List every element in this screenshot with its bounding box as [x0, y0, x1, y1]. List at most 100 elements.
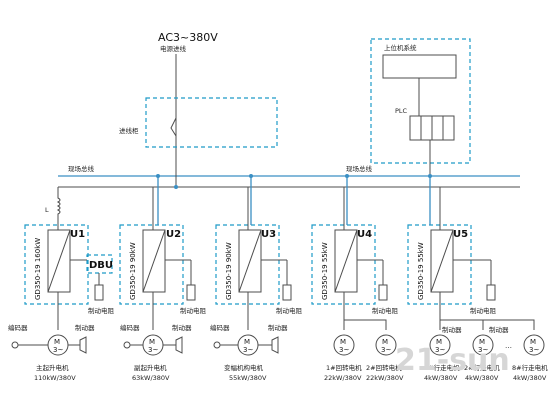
drive-id-u4: U4: [357, 229, 372, 240]
dbu-frame: [86, 254, 113, 274]
encoder-icon-3: [213, 341, 221, 349]
brake-resistor-u3: [282, 284, 292, 301]
drive-model-u4: GD350-19 55kW: [321, 242, 329, 300]
motor-m-8: M: [530, 338, 536, 346]
motor-phase-4: 3~: [339, 346, 349, 354]
supply-voltage: AC3~380V: [158, 31, 218, 44]
dbu-label: DBU: [89, 260, 113, 271]
brake-label-6: 制动器: [442, 325, 462, 334]
brake-resistor-u4: [378, 284, 388, 301]
plc-label: PLC: [395, 107, 408, 115]
motor-8: M 3~: [523, 334, 545, 356]
brake-resistor-u5: [486, 284, 496, 301]
encoder-label-3: 编码器: [210, 323, 230, 332]
brake-label-2: 制动器: [172, 323, 192, 332]
drive-id-u1: U1: [70, 229, 85, 240]
brake-label-7: 制动器: [489, 325, 509, 334]
motor-phase-7: 3~: [478, 346, 488, 354]
motor-phase-6: 3~: [435, 346, 445, 354]
supply-line-label: 电源进线: [160, 44, 187, 53]
motor-rating-1: 110kW/380V: [34, 374, 76, 382]
resistor-label-u1: 制动电阻: [88, 306, 115, 315]
resistor-label-u4: 制动电阻: [372, 306, 399, 315]
watermark: 21-sun: [395, 343, 510, 378]
drive-frame-u2: [119, 224, 184, 305]
motor-rating-2: 63kW/380V: [132, 374, 170, 382]
motor-rating-8: 4kW/380V: [513, 374, 547, 382]
upper-computer-frame: [370, 38, 471, 164]
drive-symbol-u1: [47, 229, 71, 293]
motor-m-2: M: [149, 338, 155, 346]
bus-label-left: 现场总线: [68, 164, 95, 173]
motor-m-1: M: [54, 338, 60, 346]
motor-phase-3: 3~: [243, 346, 253, 354]
drive-id-u3: U3: [261, 229, 276, 240]
motor-feed-6-8: [439, 292, 535, 330]
motor-rating-6: 4kW/380V: [424, 374, 458, 382]
monitor-screen: [382, 54, 457, 79]
motor-feed-4-5: [343, 292, 387, 330]
line-inductor: [56, 187, 61, 222]
motor-3: M 3~: [237, 334, 259, 356]
motor-phase-1: 3~: [53, 346, 63, 354]
motor-m-4: M: [340, 338, 346, 346]
encoder-label-2: 编码器: [120, 323, 140, 332]
encoder-label-1: 编码器: [8, 323, 28, 332]
drive-symbol-u3: [238, 229, 262, 293]
brake-icon-1: [79, 336, 87, 354]
motor-rating-5: 22kW/380V: [366, 374, 404, 382]
cabinet-switch-symbol: [170, 117, 177, 137]
motor-m-5: M: [382, 338, 388, 346]
brake-icon-3: [271, 336, 279, 354]
bus-label-right: 现场总线: [346, 164, 373, 173]
motor-m-6: M: [436, 338, 442, 346]
motor-rating-3: 55kW/380V: [229, 374, 267, 382]
resistor-label-u5: 制动电阻: [470, 306, 497, 315]
incoming-cabinet-frame: [145, 97, 278, 148]
drive-symbol-u5: [430, 229, 454, 293]
motor-2: M 3~: [142, 334, 164, 356]
brake-icon-2: [175, 336, 183, 354]
upper-system-label: 上位机系统: [384, 43, 417, 52]
motor-rating-7: 4kW/380V: [465, 374, 499, 382]
drive-frame-u1: [24, 224, 89, 305]
motor-1: M 3~: [47, 334, 69, 356]
drive-model-u2: GD350-19 90kW: [129, 242, 137, 300]
motor-name-2: 副起升电机: [134, 363, 167, 372]
motor-6: M 3~: [429, 334, 451, 356]
motor-name-8: 8#行走电机: [512, 363, 548, 372]
resistor-label-u2: 制动电阻: [180, 306, 207, 315]
motor-4: M 3~: [333, 334, 355, 356]
incoming-cabinet-label: 进线柜: [119, 126, 139, 135]
motor-7: M 3~: [472, 334, 494, 356]
plc-modules: [409, 115, 455, 141]
motor-phase-8: 3~: [529, 346, 539, 354]
motor-phase-2: 3~: [148, 346, 158, 354]
brake-label-1: 制动器: [75, 323, 95, 332]
drive-symbol-u2: [142, 229, 166, 293]
motor-name-3: 变幅机构电机: [224, 363, 264, 372]
motor-rating-4: 22kW/380V: [324, 374, 362, 382]
drive-symbol-u4: [334, 229, 358, 293]
motor-5: M 3~: [375, 334, 397, 356]
drive-model-u3: GD350-19 90kW: [225, 242, 233, 300]
motor-name-4: 1#回转电机: [326, 363, 362, 372]
drive-model-u5: GD350-19 55kW: [417, 242, 425, 300]
motor-ellipsis: …: [505, 342, 512, 350]
motor-name-7: 2#行走电机: [464, 363, 500, 372]
brake-label-3: 制动器: [268, 323, 288, 332]
drive-model-u1: GD350-19 160kW: [34, 238, 42, 300]
encoder-icon-1: [11, 341, 19, 349]
motor-name-6: 1#行走电机: [424, 363, 460, 372]
resistor-label-u3: 制动电阻: [276, 306, 303, 315]
encoder-icon-2: [123, 341, 131, 349]
motor-name-1: 主起升电机: [36, 363, 69, 372]
drive-id-u2: U2: [166, 229, 181, 240]
drive-id-u5: U5: [453, 229, 468, 240]
motor-m-3: M: [244, 338, 250, 346]
brake-resistor-u1: [94, 284, 104, 301]
motor-m-7: M: [479, 338, 485, 346]
motor-phase-5: 3~: [381, 346, 391, 354]
inductor-label: L: [45, 206, 49, 214]
